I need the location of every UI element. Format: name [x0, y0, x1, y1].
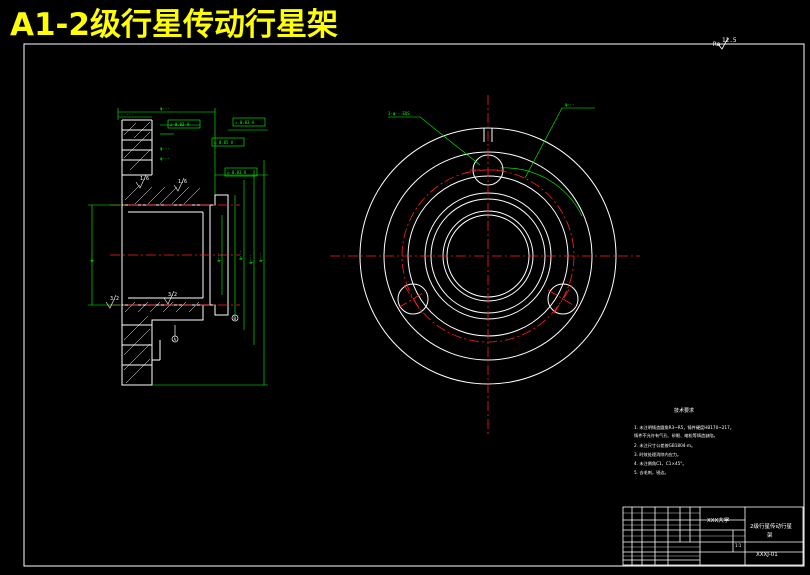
svg-text:φ---: φ---	[216, 252, 221, 262]
front-view: 3-φ---EQS φ---	[330, 95, 640, 435]
drawing-title: A1-2级行星传动行星架	[10, 7, 338, 43]
svg-text:⊥ 0.02 A: ⊥ 0.02 A	[170, 122, 190, 127]
drawing-number: XXXJ-01	[756, 552, 778, 558]
note-item: 4. 未注倒角C1，C1×45°。	[634, 460, 687, 467]
svg-text:φ---: φ---	[248, 254, 253, 264]
svg-text:3.2: 3.2	[110, 296, 119, 302]
svg-text:B: B	[234, 316, 237, 321]
section-view: ⊥ 0.02 A ↗ 0.03 A ◎ 0.05 A ◎ 0.03 A φ---…	[88, 106, 268, 386]
svg-text:φ---: φ---	[89, 252, 94, 262]
svg-text:1.6: 1.6	[178, 179, 187, 185]
svg-text:φ---: φ---	[238, 250, 243, 260]
svg-text:φ---: φ---	[565, 102, 575, 107]
svg-text:---: ---	[126, 112, 133, 117]
part-name-line1: 2级行星传动行星	[750, 522, 792, 530]
notes-heading: 技术要求	[674, 407, 694, 414]
svg-text:φ---: φ---	[160, 156, 170, 161]
note-item: 3. 时效处理消除内应力。	[634, 451, 681, 458]
svg-text:1.6: 1.6	[140, 176, 149, 182]
scale-value: 1:1	[735, 543, 742, 548]
part-name-line2: 架	[767, 532, 773, 539]
svg-text:Ra: Ra	[713, 41, 721, 48]
note-item: 5. 去毛刺，锐边。	[634, 469, 669, 476]
svg-text:3-φ---EQS: 3-φ---EQS	[388, 111, 410, 116]
roughness-symbol-general: Ra 12.5	[713, 37, 737, 50]
svg-text:◎ 0.05 A: ◎ 0.05 A	[214, 140, 234, 145]
drawing-border	[23, 43, 805, 567]
title-block: XXX大学 2级行星传动行星 架 1:1 XXXJ-01	[622, 506, 804, 566]
note-item: 2. 未注尺寸公差按GB1804-m。	[634, 442, 695, 449]
svg-text:φ---: φ---	[258, 252, 263, 262]
svg-text:φ---: φ---	[160, 106, 170, 111]
technical-notes: 技术要求 1. 未注明铸造圆角R3~R5，铸件硬度HB170~217。 铸件不允…	[634, 407, 734, 476]
note-item: 1. 未注明铸造圆角R3~R5，铸件硬度HB170~217。	[634, 424, 734, 431]
note-item: 铸件不允许有气孔、砂眼、缩松等铸造缺陷。	[634, 432, 718, 439]
svg-text:◎ 0.03 A: ◎ 0.03 A	[227, 170, 247, 175]
svg-text:↗ 0.03 A: ↗ 0.03 A	[235, 120, 255, 125]
svg-text:A: A	[174, 337, 177, 342]
svg-text:12.5: 12.5	[722, 37, 737, 44]
school-name: XXX大学	[707, 516, 730, 524]
svg-text:φ---: φ---	[160, 146, 170, 151]
svg-text:3.2: 3.2	[168, 292, 177, 298]
